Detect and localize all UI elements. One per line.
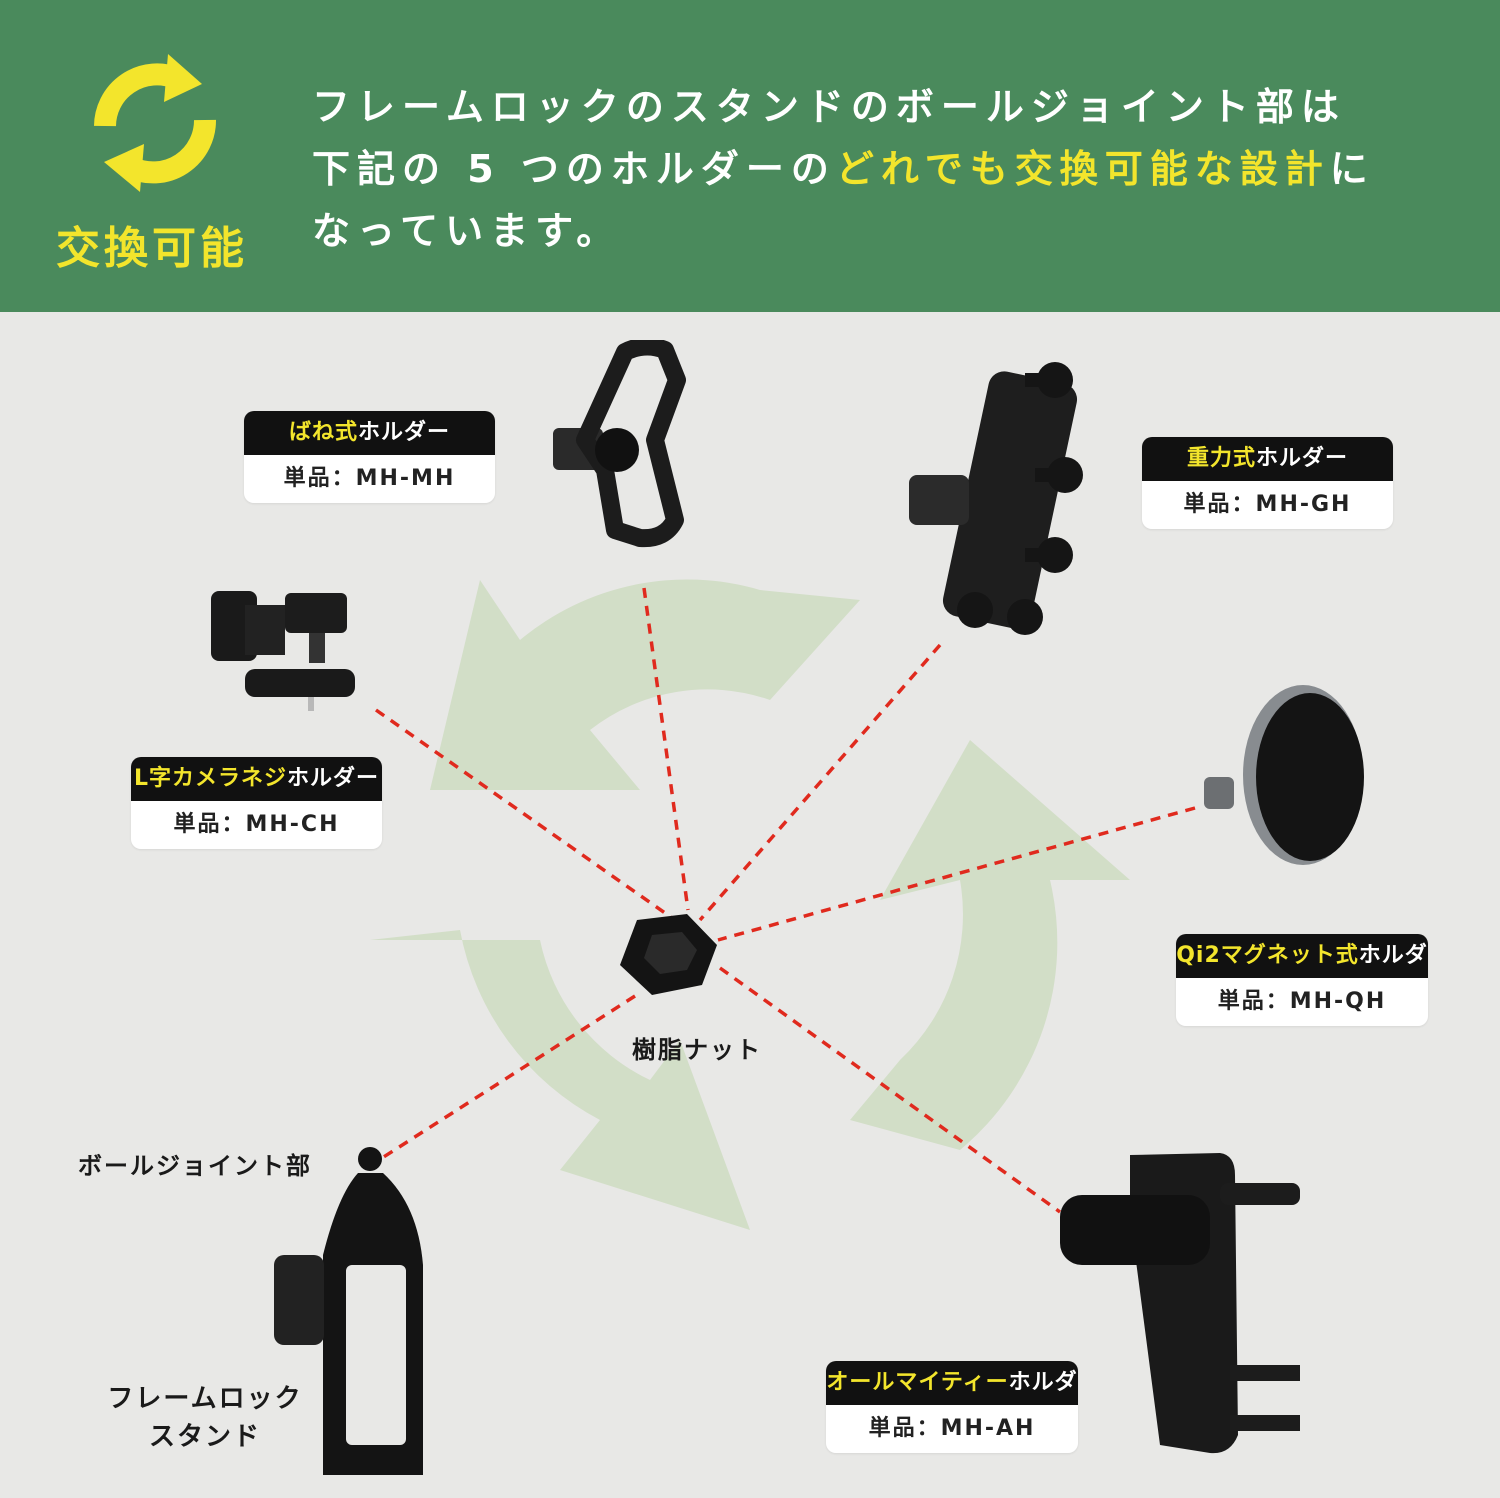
resin-nut-image bbox=[620, 914, 717, 995]
holder-card-almighty: オールマイティーホルダー 単品：MH-AH bbox=[826, 1361, 1078, 1453]
holder-card-title: L字カメラネジホルダー bbox=[131, 757, 382, 801]
frame-lock-stand-label: フレームロック スタンド bbox=[107, 1384, 303, 1452]
ball-joint-label: ボールジョイント部 bbox=[78, 1152, 312, 1180]
holder-card-code: 単品：MH-AH bbox=[826, 1405, 1078, 1453]
holder-card-l-camera: L字カメラネジホルダー 単品：MH-CH bbox=[131, 757, 382, 849]
holder-card-code: 単品：MH-CH bbox=[131, 801, 382, 849]
intro-line-3: なっています。 bbox=[312, 209, 622, 253]
holder-card-title: オールマイティーホルダー bbox=[826, 1361, 1078, 1439]
resin-nut-label: 樹脂ナット bbox=[632, 1036, 762, 1064]
l-camera-screw-holder-image bbox=[211, 591, 355, 711]
gravity-holder-image bbox=[909, 362, 1083, 635]
holder-card-spring: ばね式ホルダー 単品：MH-MH bbox=[244, 411, 495, 503]
qi2-magnet-holder-image bbox=[1204, 685, 1364, 865]
almighty-holder-image bbox=[1060, 1153, 1300, 1454]
holder-card-code: 単品：MH-MH bbox=[244, 455, 495, 503]
holder-card-qi2: Qi2マグネット式ホルダー 単品：MH-QH bbox=[1176, 934, 1428, 1026]
holder-card-title: Qi2マグネット式ホルダー bbox=[1176, 934, 1428, 1012]
intro-text: フレームロックのスタンドのボールジョイント部は 下記の 5 つのホルダーのどれで… bbox=[312, 76, 1472, 262]
intro-line-2: 下記の 5 つのホルダーのどれでも交換可能な設計に bbox=[312, 147, 1375, 191]
cycle-arrows-graphic bbox=[370, 579, 1130, 1230]
holder-card-title: ばね式ホルダー bbox=[244, 411, 495, 455]
holder-card-gravity: 重力式ホルダー 単品：MH-GH bbox=[1142, 437, 1393, 529]
holder-card-code: 単品：MH-GH bbox=[1142, 481, 1393, 529]
frame-lock-stand-image bbox=[274, 1147, 423, 1475]
holder-card-code: 単品：MH-QH bbox=[1176, 978, 1428, 1026]
intro-line-1: フレームロックのスタンドのボールジョイント部は bbox=[312, 85, 1346, 129]
swappable-badge-label: 交換可能 bbox=[56, 223, 248, 274]
holder-card-title: 重力式ホルダー bbox=[1142, 437, 1393, 481]
header-banner: 交換可能 フレームロックのスタンドのボールジョイント部は 下記の 5 つのホルダ… bbox=[0, 0, 1500, 312]
intro-highlight: どれでも交換可能な設計 bbox=[835, 147, 1330, 191]
spring-holder-image bbox=[553, 340, 686, 548]
swap-arrows-icon bbox=[94, 54, 217, 192]
